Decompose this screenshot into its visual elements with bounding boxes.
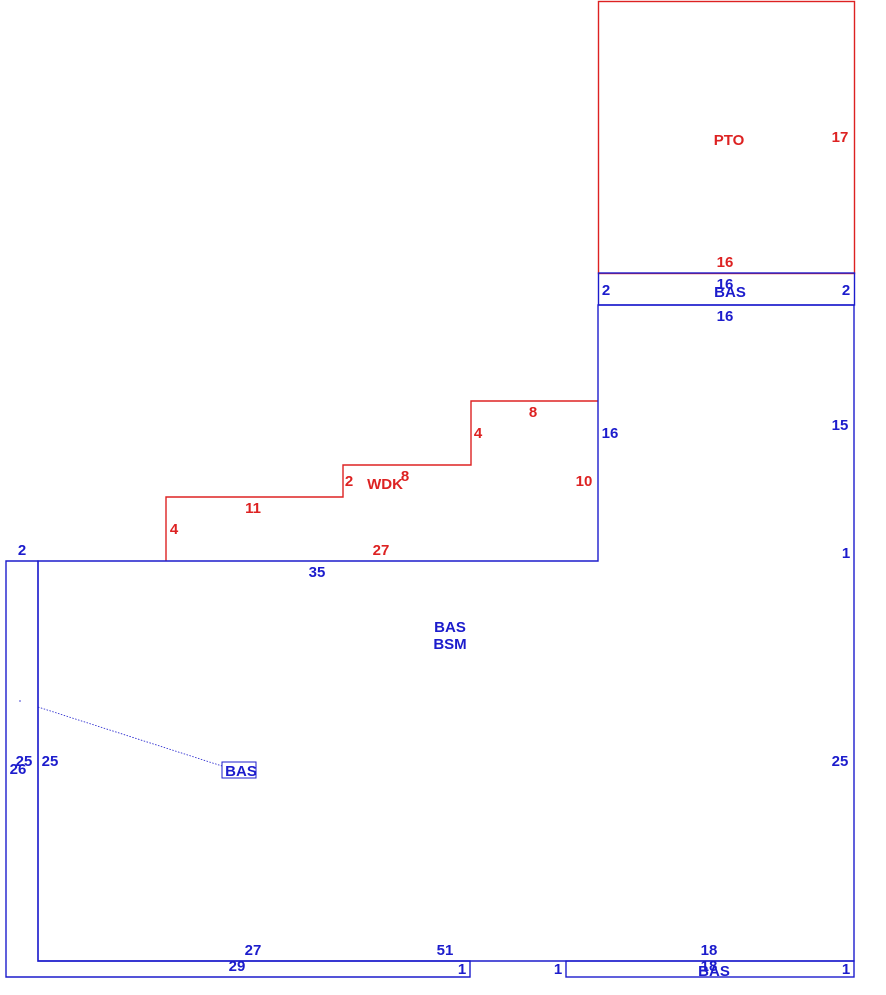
dim-strip-right: 2 (842, 282, 850, 299)
dim-wdk-right: 10 (576, 473, 593, 490)
dim-right-1: 1 (842, 545, 850, 562)
dim-wdk-left-11: 11 (245, 500, 261, 517)
dim-bottom-18-top: 18 (701, 942, 718, 959)
dim-wdk-step-2: 2 (345, 473, 353, 490)
dim-strip-bottom: 16 (717, 308, 734, 325)
dim-bottom-27: 27 (245, 942, 262, 959)
dim-wdk-8-middle: 8 (401, 468, 409, 485)
dim-inner-16: 16 (602, 425, 619, 442)
dim-bottom-1-c: 1 (842, 961, 850, 978)
bas-strip-outline (597, 272, 856, 306)
dim-bottom-18-overlap: 18 (701, 958, 718, 975)
bas-leader-line (37, 706, 223, 767)
dim-wdk-step-upper: 4 (474, 425, 483, 442)
bas-bottom-right-outline (565, 960, 855, 978)
dim-left-26: 26 (10, 761, 27, 778)
dim-wdk-top: 8 (529, 404, 537, 421)
dim-bottom-29: 29 (229, 958, 246, 975)
dim-bottom-1-a: 1 (458, 961, 466, 978)
wdk-outline (165, 400, 598, 561)
dim-top-35: 35 (309, 564, 326, 581)
dim-right-25: 25 (832, 753, 849, 770)
bas-left-strip-outline (5, 560, 471, 978)
bas-strip-label: BAS (714, 284, 746, 301)
bas-connector-box (221, 761, 257, 779)
bsm-main-label: BSM (433, 636, 466, 653)
dim-bottom-1-b: 1 (554, 961, 562, 978)
bas-connector-label: BAS (225, 763, 257, 780)
dim-left-top-2: 2 (18, 542, 26, 559)
dim-bottom-51: 51 (437, 942, 454, 959)
wdk-label: WDK (367, 476, 403, 493)
dim-strip-top: 16 (717, 276, 734, 293)
dim-right-15: 15 (832, 417, 849, 434)
bas-bottom-right-label: BAS (698, 963, 730, 980)
dim-strip-left: 2 (602, 282, 610, 299)
dim-wdk-left-4: 4 (170, 521, 179, 538)
dim-left-25-outer: 25 (16, 753, 33, 770)
bas-main-label: BAS (434, 619, 466, 636)
dim-pto-side: 17 (832, 129, 849, 146)
dim-wdk-bottom: 27 (373, 542, 390, 559)
dim-left-25-inner: 25 (42, 753, 59, 770)
pto-label: PTO (714, 132, 745, 149)
dim-pto-bottom: 16 (717, 254, 734, 271)
